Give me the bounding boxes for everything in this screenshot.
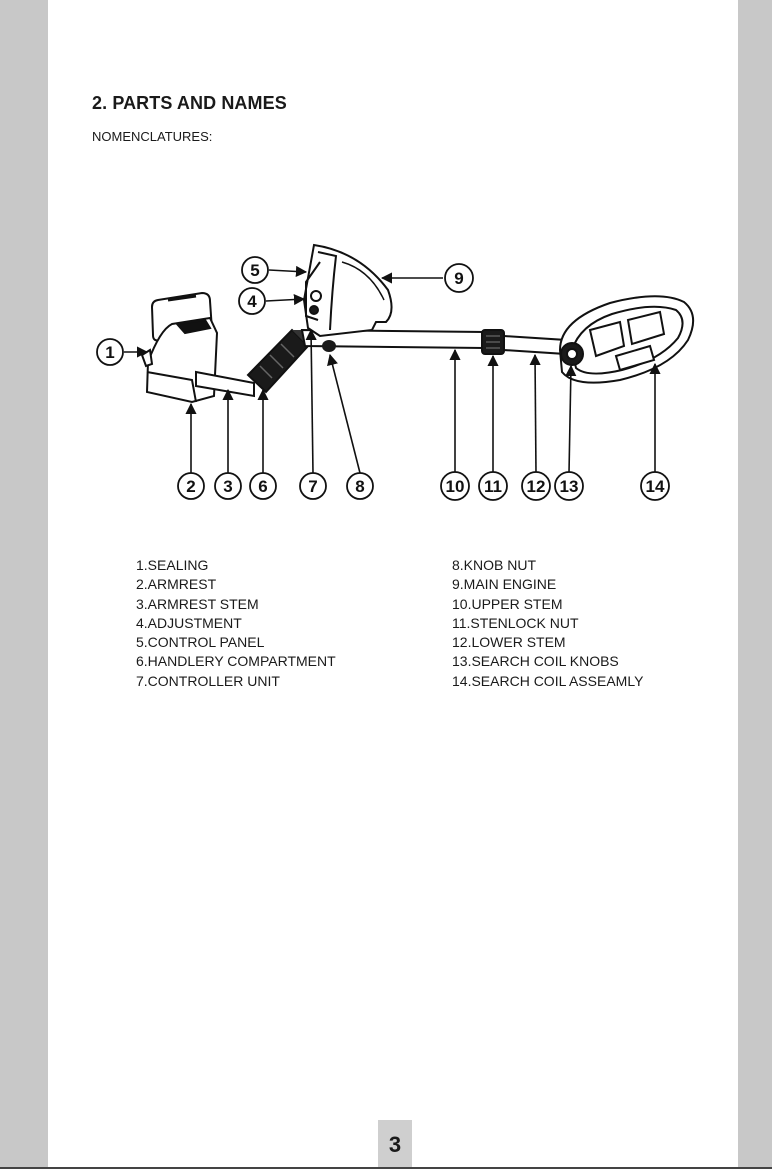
svg-text:9: 9: [454, 269, 463, 288]
parts-list-left: 1.SEALING 2.ARMREST 3.ARMREST STEM 4.ADJ…: [136, 556, 336, 691]
parts-list-right: 8.KNOB NUT 9.MAIN ENGINE 10.UPPER STEM 1…: [452, 556, 643, 691]
callout-7: 7: [300, 473, 326, 499]
callout-10: 10: [441, 472, 469, 500]
part-item: 8.KNOB NUT: [452, 556, 643, 575]
callout-12: 12: [522, 472, 550, 500]
page-number: 3: [378, 1120, 412, 1169]
search-coil-drawing: [560, 296, 693, 382]
handle-grip-drawing: [248, 330, 308, 392]
callout-8: 8: [347, 473, 373, 499]
svg-text:7: 7: [308, 477, 317, 496]
part-item: 11.STENLOCK NUT: [452, 614, 643, 633]
part-item: 7.CONTROLLER UNIT: [136, 672, 336, 691]
callout-3: 3: [215, 473, 241, 499]
callout-6: 6: [250, 473, 276, 499]
callout-13: 13: [555, 472, 583, 500]
svg-text:12: 12: [527, 477, 546, 496]
callout-14: 14: [641, 472, 669, 500]
svg-text:4: 4: [247, 292, 257, 311]
svg-text:3: 3: [223, 477, 232, 496]
part-item: 12.LOWER STEM: [452, 633, 643, 652]
part-item: 1.SEALING: [136, 556, 336, 575]
svg-text:13: 13: [560, 477, 579, 496]
svg-text:6: 6: [258, 477, 267, 496]
svg-text:2: 2: [186, 477, 195, 496]
svg-text:14: 14: [646, 477, 665, 496]
part-item: 4.ADJUSTMENT: [136, 614, 336, 633]
callout-9: 9: [445, 264, 473, 292]
part-item: 5.CONTROL PANEL: [136, 633, 336, 652]
part-item: 13.SEARCH COIL KNOBS: [452, 652, 643, 671]
callout-1: 1: [97, 339, 123, 365]
callout-4: 4: [239, 288, 265, 314]
part-item: 2.ARMREST: [136, 575, 336, 594]
svg-text:10: 10: [446, 477, 465, 496]
part-item: 6.HANDLERY COMPARTMENT: [136, 652, 336, 671]
part-item: 9.MAIN ENGINE: [452, 575, 643, 594]
callout-2: 2: [178, 473, 204, 499]
svg-text:8: 8: [355, 477, 364, 496]
part-item: 14.SEARCH COIL ASSEAMLY: [452, 672, 643, 691]
part-item: 3.ARMREST STEM: [136, 595, 336, 614]
svg-text:5: 5: [250, 261, 259, 280]
control-housing-drawing: [304, 245, 392, 336]
svg-text:11: 11: [484, 477, 502, 496]
callout-11: 11: [479, 472, 507, 500]
svg-text:1: 1: [105, 343, 114, 362]
callout-5: 5: [242, 257, 268, 283]
knob-nut-drawing: [322, 340, 336, 352]
part-item: 10.UPPER STEM: [452, 595, 643, 614]
